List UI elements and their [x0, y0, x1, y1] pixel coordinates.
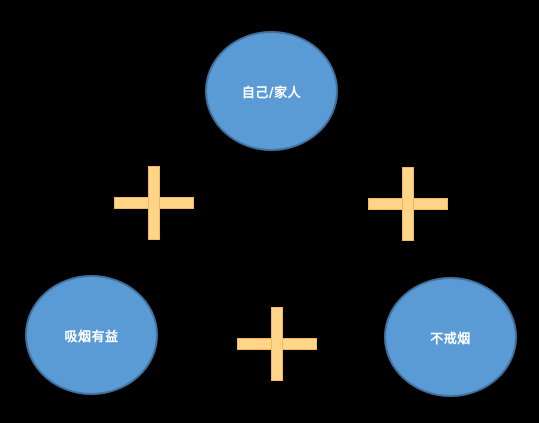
plus-sign-top-left-relation [114, 166, 194, 240]
plus-sign-left-right-relation [237, 307, 317, 381]
node-self-family: 自己/家人 [205, 31, 338, 151]
node-smoking-beneficial: 吸烟有益 [25, 275, 158, 395]
node-not-quit-smoking: 不戒烟 [384, 277, 517, 397]
plus-vertical-bar [148, 166, 160, 240]
node-self-family-label: 自己/家人 [241, 85, 302, 101]
plus-vertical-bar [271, 307, 283, 381]
node-smoking-beneficial-label: 吸烟有益 [64, 329, 119, 345]
plus-sign-top-right-relation [368, 167, 448, 241]
plus-vertical-bar [402, 167, 414, 241]
node-not-quit-smoking-label: 不戒烟 [430, 331, 471, 347]
